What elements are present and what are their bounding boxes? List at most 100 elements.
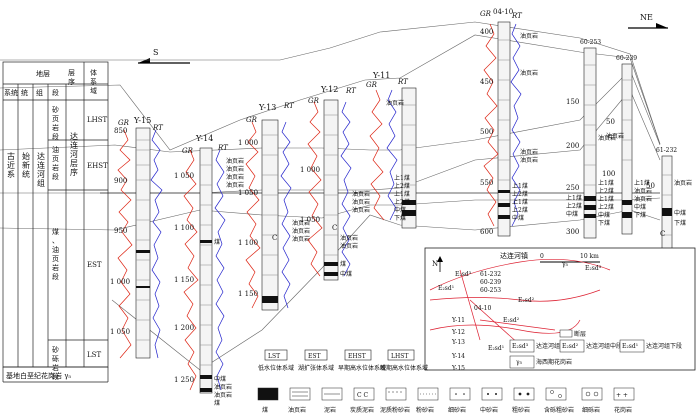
map-unit: E₂sd¹ (438, 285, 454, 292)
lithology-column (135, 127, 151, 359)
map-legend: 断层 E₂sd³ 达连河组上段 E₂sd² 达连河组中段 E₂sd¹ 达连河组下… (509, 329, 682, 369)
depth-label: 1 050 (238, 189, 258, 197)
lith-label: 上2煤 (598, 187, 614, 195)
lith-label: 上2煤 (512, 190, 528, 198)
lith-label: 油页岩 (352, 190, 370, 198)
depth-label: 1 200 (174, 324, 194, 332)
member-4: 砂砾岩段 (52, 345, 59, 381)
lith-legend-label: 泥质粉砂岩 (380, 406, 410, 414)
lithology-column (401, 87, 417, 229)
member-3: 煤、油页岩段 (52, 227, 59, 281)
lith-label: C (272, 234, 277, 242)
lith-label: 煤 (214, 238, 220, 246)
depth-label: 50 (646, 182, 655, 190)
depth-label: 1 050 (300, 216, 320, 224)
lith-label: 上2煤 (394, 198, 410, 206)
lith-label: 中煤 (214, 375, 226, 383)
map-unit-labels: E₂sd³ E₂sd¹ E₂sd² γ₅ E₂sd³ E₂sd² E₂sd¹ (438, 261, 602, 352)
lith-legend-label: 花岗岩 (614, 406, 632, 414)
lithology-labels: 油页岩 油页岩 油页岩 油页岩 煤 中煤 油页岩 油页岩 煤 (214, 157, 244, 407)
lith-label: 油页岩 (634, 195, 652, 203)
lith-label: 下煤 (634, 211, 646, 219)
map-unit: γ₅ (562, 261, 569, 268)
lith-label: 油页岩 (674, 179, 692, 187)
lithology-legend: 煤 油页岩 泥岩 C C 炭质泥岩 泥质粉砂岩 粉砂岩 细砂岩 中砂岩 粗砂岩 … (257, 387, 635, 414)
depth-label: 1 000 (238, 139, 258, 147)
well-name: 60-253 (580, 39, 601, 46)
member-1: 砂页岩段 (52, 105, 59, 141)
lith-label: 油页岩 (226, 165, 244, 173)
lithology-column (583, 47, 597, 239)
depth-label: 300 (566, 228, 579, 236)
header-stratum: 地层 (36, 69, 50, 78)
rt-curve (386, 89, 398, 221)
header-series: 统 (21, 88, 28, 97)
scale-label: 10 km (580, 253, 599, 260)
lith-label: 煤 (214, 399, 220, 407)
depth-label: 950 (114, 227, 127, 235)
tract-code: LHST (391, 353, 408, 360)
lith-label: 油页岩 (520, 32, 538, 40)
depth-label: 200 (566, 142, 579, 150)
well-name: Y-12 (320, 85, 338, 94)
north-label: N (432, 260, 438, 268)
svg-text:C C: C C (357, 392, 368, 399)
lithology-labels: 油页岩 油页岩 上1煤 上2煤 上1煤 上2煤 中煤 油页岩 油页岩 (512, 32, 538, 222)
depth-label: 1 100 (238, 239, 258, 247)
depth-label: 500 (480, 128, 493, 136)
map-legend-label: 达连河组中段 (586, 342, 622, 350)
lithology-column (199, 147, 213, 394)
depth-label: 150 (566, 98, 579, 106)
well-y12: Y-12 GR RT 1 000 1 050 油页岩 油页岩 油页岩 C 油页岩… (300, 85, 370, 281)
scale-bar: 0 10 km (540, 253, 600, 263)
lith-label: 油页岩 (292, 227, 310, 235)
lith-label: 上1煤 (566, 194, 582, 202)
lith-legend-label: 中砂岩 (480, 406, 498, 414)
lith-label: 油页岩 (520, 69, 538, 77)
well-y13: Y-13 GR RT 1 000 1 050 1 100 1 150 油页岩 油… (238, 102, 310, 311)
well-name: 60-239 (616, 55, 637, 62)
lith-label: 上1煤 (598, 179, 614, 187)
depth-label: 550 (480, 179, 493, 187)
gr-label: GR (308, 97, 320, 105)
gr-curve (483, 23, 499, 227)
depth-label: 50 (606, 118, 615, 126)
lith-legend-label: 含砾粗砂岩 (544, 406, 574, 414)
north-arrow: N (432, 256, 443, 272)
tract-desc: 早期高水位体系域 (338, 364, 386, 372)
lith-label: 上1煤 (634, 179, 650, 187)
rt-curve (510, 23, 522, 227)
rt-label: RT (217, 144, 229, 152)
depth-label: 1 000 (300, 166, 320, 174)
map-well: 60-253 (480, 287, 501, 294)
gr-label: GR (118, 119, 130, 127)
rt-label: RT (283, 102, 295, 110)
gr-label: GR (182, 147, 194, 155)
rt-label: RT (152, 124, 164, 132)
lith-label: 油页岩 (214, 391, 232, 399)
map-legend-label: 断层 (574, 330, 586, 338)
lith-label: 中煤 (634, 203, 646, 211)
tract-code: LST (268, 353, 280, 360)
lithology-column (621, 63, 633, 235)
map-well: Y-13 (451, 339, 465, 346)
tract-lhst: LHST (87, 116, 108, 124)
lith-label: 油页岩 (386, 99, 404, 107)
map-well: Y-14 (451, 353, 465, 360)
map-well: Y-15 (451, 365, 465, 372)
well-name: Y-14 (195, 134, 213, 143)
s-label: S (153, 48, 158, 57)
rt-label: RT (397, 78, 409, 86)
lith-legend-label: 煤 (262, 406, 268, 414)
map-well: 60-239 (480, 279, 501, 286)
tract-code: EHST (348, 353, 366, 360)
lith-label: C (332, 224, 337, 232)
depth-label: 1 250 (174, 376, 194, 384)
header-sequence: 层序 (68, 69, 75, 86)
lithology-labels: 油页岩 中煤 下煤 C (660, 179, 692, 238)
lith-label: 下煤 (598, 219, 610, 227)
lith-label: 油页岩 (598, 134, 616, 142)
lith-label: 油页岩 (606, 132, 624, 140)
scale-zero: 0 (540, 253, 544, 260)
systems-tract-legend: LST 低水位体系域 EST 湖扩张体系域 EHST 早期高水位体系域 LHST… (258, 349, 428, 372)
